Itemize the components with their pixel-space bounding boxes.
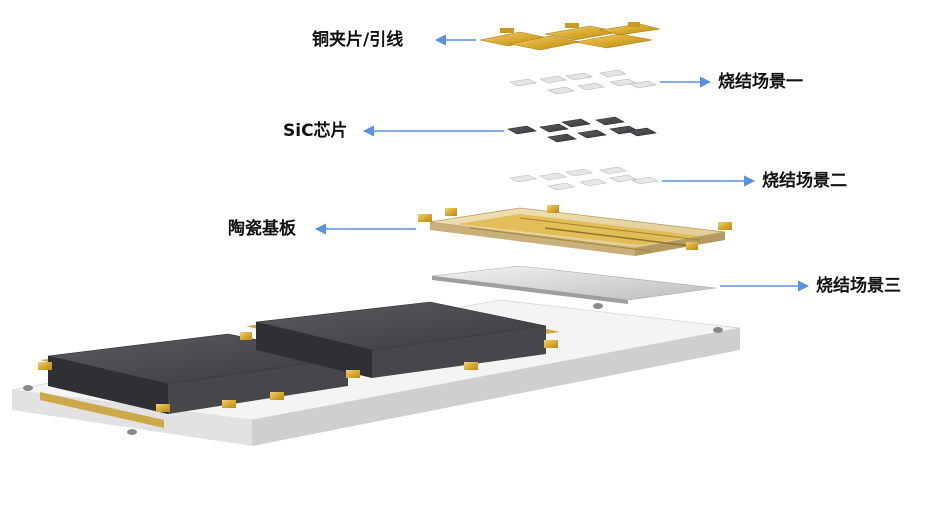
sinter-layer-2 [510, 167, 658, 190]
label-ceramic-substrate: 陶瓷基板 [228, 219, 296, 239]
sinter-foil-layer [432, 266, 716, 304]
label-sic-chip: SiC芯片 [283, 121, 348, 141]
sinter-layer-1 [510, 70, 656, 94]
sic-chip-layer [508, 117, 656, 142]
label-copper-clip: 铜夹片/引线 [312, 30, 403, 50]
label-sinter-3: 烧结场景三 [816, 276, 901, 296]
label-sinter-2: 烧结场景二 [762, 171, 847, 191]
ceramic-substrate [418, 205, 732, 256]
label-sinter-1: 烧结场景一 [718, 72, 803, 92]
copper-clip-layer [480, 22, 660, 50]
